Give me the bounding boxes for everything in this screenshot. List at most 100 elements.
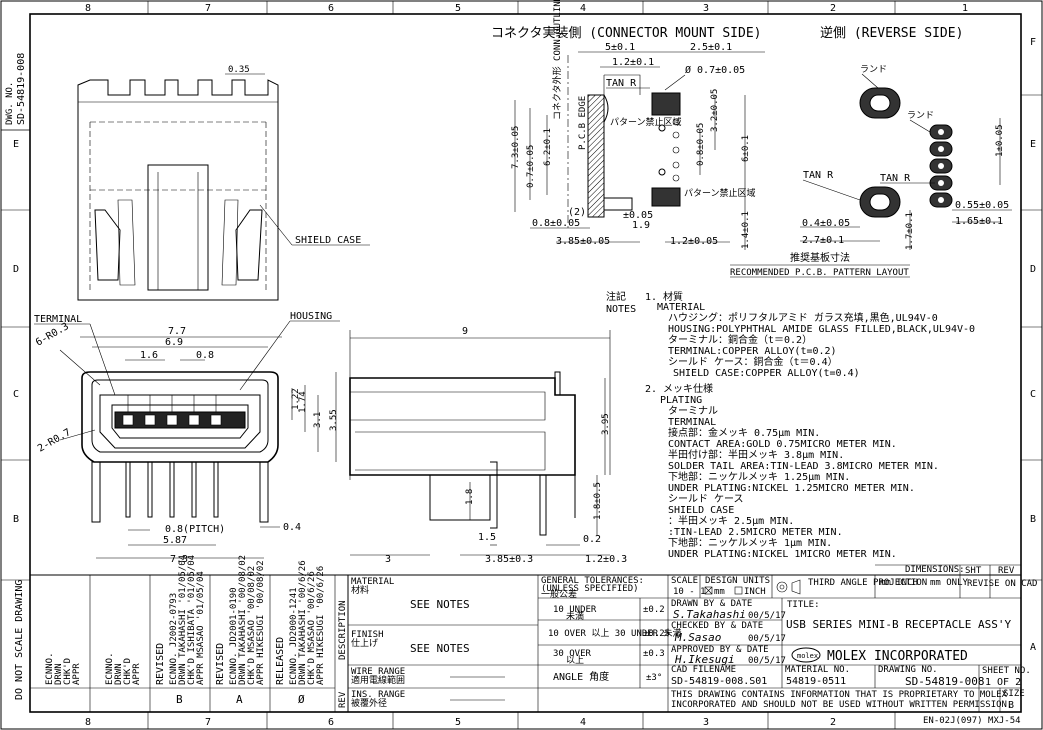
notes-line-4: ターミナル：銅合金（t＝0.2）	[668, 333, 812, 346]
rev-0-line-2: CHK'D	[63, 658, 73, 685]
revision-block: ECNNO. DRWN CHK'D APPR ECNNO. DRWN CHK'D…	[29, 555, 349, 713]
dim-12: 1.2±0.3	[585, 554, 627, 565]
top-view: 0.35 SHIELD CASE	[77, 65, 370, 301]
dim-73: 7.3	[170, 554, 188, 565]
wire-range-label: WIRE RANGE	[351, 667, 405, 677]
col-4-bottom: 4	[580, 717, 586, 728]
finish-label: FINISH	[351, 630, 384, 640]
cad-filename-label: CAD FILENAME	[671, 665, 736, 675]
rev-label: REV	[998, 566, 1015, 576]
notes-line-9: PLATING	[660, 395, 702, 406]
finish-label-ja: 仕上げ	[351, 637, 378, 649]
notes-line-0: 1. 材質	[645, 290, 683, 303]
design-inch: INCH	[744, 587, 766, 597]
scale-value: 10 - 1	[673, 587, 706, 597]
tolerances-ja: 一般公差	[541, 588, 577, 600]
tan-r-label-1: TAN R	[606, 78, 637, 89]
notes-line-8: 2. メッキ仕様	[645, 382, 713, 395]
size-label: SIZE	[1003, 689, 1025, 699]
design-mm: mm	[714, 587, 725, 597]
rev-A-line-0: ECNNO. JD2001-0190	[229, 587, 239, 685]
rev-A-line-2: CHK'D MSASAO '00/08/02	[247, 566, 257, 685]
front-view: TERMINAL HOUSING 7.7 6.9 1.6 0.8 6-R0.3 …	[34, 311, 340, 565]
row-B-right: B	[1030, 514, 1036, 525]
proprietary-line-1: THIS DRAWING CONTAINS INFORMATION THAT I…	[671, 690, 1008, 700]
rev-B-line-2: CHK'D ISHIBATA '01/05/04	[187, 555, 197, 685]
dim-9: 9	[462, 326, 468, 337]
col-4-top: 4	[580, 3, 586, 14]
col-5-bottom: 5	[455, 717, 461, 728]
notes-title-ja: 注記	[606, 290, 626, 303]
rev-1-line-3: APPR	[132, 663, 142, 685]
drawing-no: SD-54819-008	[905, 675, 984, 688]
col-7-bottom: 7	[205, 717, 211, 728]
dim-385: 3.85±0.3	[485, 554, 533, 565]
rev-1-line-0: ECNNO.	[105, 652, 115, 685]
mount-dim-62: 6.2±0.1	[543, 128, 553, 166]
reverse-side-view: ランド ランド TAN R TAN R 1±0.05 0.55±0.05 1.6…	[730, 64, 1012, 278]
svg-text:molex: molex	[797, 652, 818, 660]
mount-dim-32: 3.2±0.05	[710, 89, 720, 132]
notes-line-13: CONTACT AREA:GOLD 0.75MICRO METER MIN.	[668, 439, 897, 450]
sheet-no: 1 OF 2	[985, 677, 1021, 688]
scale-label: SCALE	[671, 576, 698, 586]
notes-line-10: ターミナル	[668, 405, 718, 417]
connector-mount-side-view: コネクタ実装側 (CONNECTOR MOUNT SIDE) 逆側 (REVER…	[491, 0, 963, 250]
rev-0-status: RELEASED	[275, 637, 286, 685]
rev-letter-0: Ø	[298, 693, 305, 706]
dim-355: 3.55	[329, 409, 339, 431]
col-1-top: 1	[962, 3, 968, 14]
dim-587: 5.87	[163, 535, 187, 546]
dimensions-mm-only: mm ONLY	[930, 578, 969, 588]
company-name: MOLEX INCORPORATED	[827, 649, 968, 664]
approved-date: 00/5/17	[748, 656, 786, 666]
row-E-right: E	[1030, 139, 1036, 150]
col-3-bottom: 3	[703, 717, 709, 728]
rev-dim-04: 0.4±0.05	[802, 218, 850, 229]
notes-line-23: UNDER PLATING:NICKEL 1MICRO METER MIN.	[668, 549, 897, 560]
row-A-right: A	[1030, 642, 1036, 653]
tan-r-label-3: TAN R	[880, 173, 911, 184]
mount-dim-07: 0.7±0.05	[526, 145, 536, 188]
tol-row-2-value: ±0.3	[643, 649, 665, 659]
description-label: DESCRIPTION	[338, 600, 348, 660]
rev-dim-17: 1.7±0.1	[905, 212, 915, 250]
tolerances-title: GENERAL TOLERANCES:	[541, 576, 644, 586]
row-C-left: C	[13, 389, 19, 400]
mount-dim-19: 1.9	[632, 220, 650, 231]
material-no-label: MATERIAL NO.	[785, 665, 850, 675]
notes-line-17: UNDER PLATING:NICKEL 1.25MICRO METER MIN…	[668, 483, 915, 494]
mount-dim-12b: 1.2±0.05	[670, 236, 718, 247]
dim-04: 0.4	[283, 522, 301, 533]
notes-line-3: HOUSING:POLYPHTHAL AMIDE GLASS FILLED,BL…	[668, 324, 975, 335]
rev-A-line-1: DRWN TAKAHASHI '00/08/02	[238, 555, 248, 685]
dim-pitch: 0.8(PITCH)	[165, 524, 225, 535]
rev-A-status: REVISED	[215, 643, 226, 685]
row-F-right: F	[1030, 37, 1036, 48]
tol-row-1-value: ±0.25	[643, 629, 670, 639]
dim-035: 0.35	[228, 65, 250, 75]
rev-col-label: REV	[338, 691, 348, 708]
wire-range-label-ja: 適用電線範囲	[351, 674, 405, 686]
rev-dim-1: 1±0.05	[995, 124, 1005, 157]
rev-dim-055: 0.55±0.05	[955, 200, 1009, 211]
mount-dim-12: 1.2±0.1	[612, 57, 654, 68]
row-E-left: E	[13, 139, 19, 150]
rev-1-line-1: DRWN	[114, 663, 124, 685]
connector-mount-title: コネクタ実装側 (CONNECTOR MOUNT SIDE)	[491, 25, 762, 41]
dim-395: 3.95	[601, 413, 611, 435]
shield-case-label: SHIELD CASE	[295, 235, 361, 246]
proprietary-line-2: INCORPORATED AND SHOULD NOT BE USED WITH…	[671, 700, 1012, 710]
tol-row-0-label: 10 UNDER	[553, 605, 597, 615]
dim-15: 1.5	[478, 532, 496, 543]
angle-value: ±3°	[646, 673, 662, 683]
rev-dim-165: 1.65±0.1	[955, 216, 1003, 227]
dim-31: 3.1	[313, 412, 323, 428]
dim-69: 6.9	[165, 337, 183, 348]
third-angle-icon	[776, 579, 801, 595]
approved-by: H.Ikesugi	[674, 653, 735, 666]
notes-line-16: 下地部：ニッケルメッキ 1.25μm MIN.	[668, 470, 850, 483]
dim-3: 3	[385, 554, 391, 565]
approved-by-label: APPROVED BY & DATE	[671, 645, 769, 655]
dwg-no-label: DWG. NO.	[5, 82, 15, 125]
